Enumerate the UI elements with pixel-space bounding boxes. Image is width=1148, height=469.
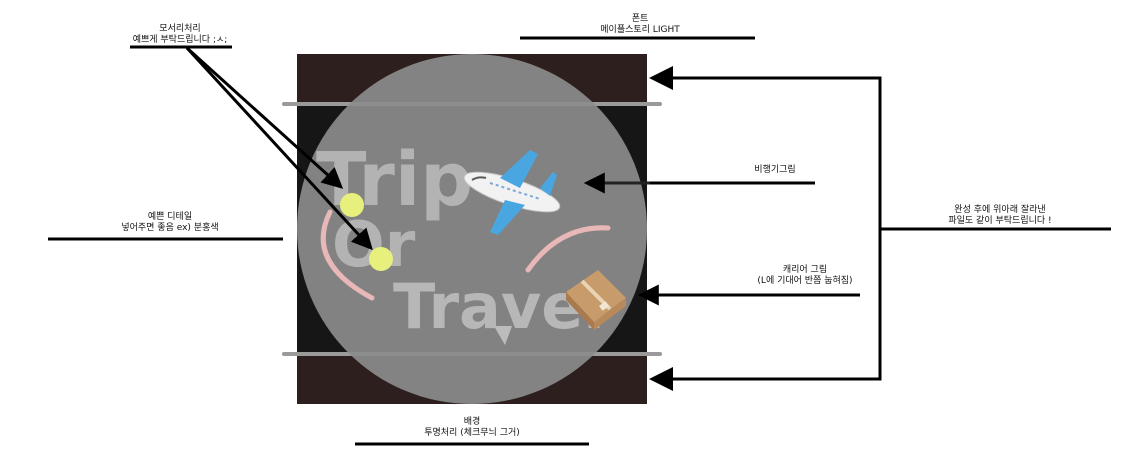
corner-note-line2: 예쁘게 부탁드립니다 ;ㅅ;	[132, 35, 228, 45]
speech-tail	[494, 326, 512, 345]
finished-arrowhead-top	[649, 66, 673, 90]
finished-arrowhead-bottom	[649, 367, 673, 391]
finished-note: 완성 후에 위아래 잘라낸 파일도 같이 부탁드립니다 !	[920, 205, 1080, 227]
airplane-note: 비행기그림	[730, 165, 820, 176]
corner-arrow-b	[185, 46, 373, 251]
carrier-note-line1: 캐리어 그림	[782, 265, 828, 275]
carrier-note: 캐리어 그림 (L에 기대어 반쯤 눕혀짐)	[730, 265, 880, 287]
detail-note-line1: 예쁜 디테일	[147, 212, 193, 222]
suitcase-icon	[566, 270, 626, 330]
corner-arrow-a	[185, 46, 344, 189]
finished-note-line1: 완성 후에 위아래 잘라낸	[954, 205, 1046, 215]
font-note: 폰트 메이플스토리 LIGHT	[560, 14, 720, 36]
finished-bracket	[665, 76, 882, 229]
detail-note-line2: 넣어주면 좋음 ex) 분홍색	[121, 223, 219, 233]
background-note: 배경 투명처리 (체크무늬 그거)	[392, 417, 552, 439]
detail-note: 예쁜 디테일 넣어주면 좋음 ex) 분홍색	[90, 212, 250, 234]
pink-arc-left	[320, 209, 375, 301]
artwork: Trip Or Travel	[282, 54, 662, 404]
yellow-dot-upper	[340, 193, 364, 217]
airplane-icon	[463, 150, 561, 235]
logo-circle	[297, 54, 647, 404]
corner-note-line1: 모서리처리	[159, 24, 201, 34]
font-note-line2: 메이플스토리 LIGHT	[600, 25, 680, 35]
background-note-line1: 배경	[463, 417, 481, 427]
font-note-line1: 폰트	[631, 14, 649, 24]
yellow-dot-lower	[369, 247, 393, 271]
pink-arc-right	[525, 225, 611, 273]
finished-bracket-lower	[665, 229, 882, 381]
corner-note: 모서리처리 예쁘게 부탁드립니다 ;ㅅ;	[100, 24, 260, 46]
finished-note-line2: 파일도 같이 부탁드립니다 !	[948, 216, 1052, 226]
carrier-note-line2: (L에 기대어 반쯤 눕혀짐)	[757, 276, 853, 286]
background-note-line2: 투명처리 (체크무늬 그거)	[424, 428, 520, 438]
airplane-note-line1: 비행기그림	[754, 165, 796, 175]
